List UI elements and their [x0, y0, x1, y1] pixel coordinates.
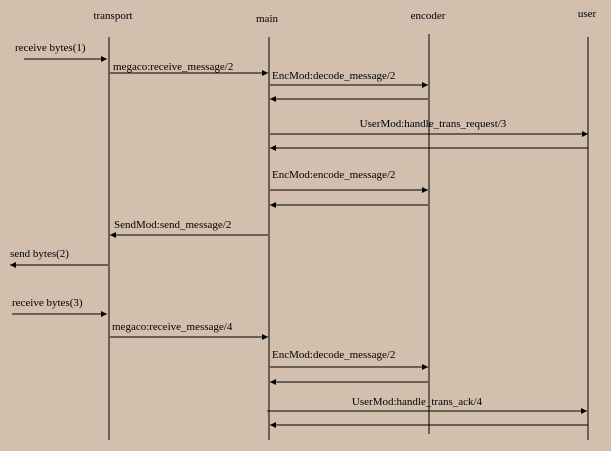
message-list: receive bytes(1) megaco:receive_message/2… [10, 42, 588, 428]
message-label: receive bytes(1) [15, 42, 86, 54]
participant-encoder-label: encoder [411, 10, 446, 22]
message-label: SendMod:send_message/2 [114, 219, 231, 231]
participant-user-label: user [578, 8, 597, 20]
message-label: EncMod:encode_message/2 [272, 169, 395, 181]
message-label: megaco:receive_message/4 [112, 321, 233, 333]
participant-main-label: main [256, 13, 278, 25]
message-label: UserMod:handle_trans_request/3 [360, 118, 507, 130]
message-label: receive bytes(3) [12, 297, 83, 309]
message-label: EncMod:decode_message/2 [272, 70, 395, 82]
message-label: send bytes(2) [10, 248, 69, 260]
message-label: EncMod:decode_message/2 [272, 349, 395, 361]
message-label: megaco:receive_message/2 [113, 61, 233, 73]
message-label: UserMod:handle_trans_ack/4 [352, 396, 483, 408]
participant-transport-label: transport [93, 10, 132, 22]
